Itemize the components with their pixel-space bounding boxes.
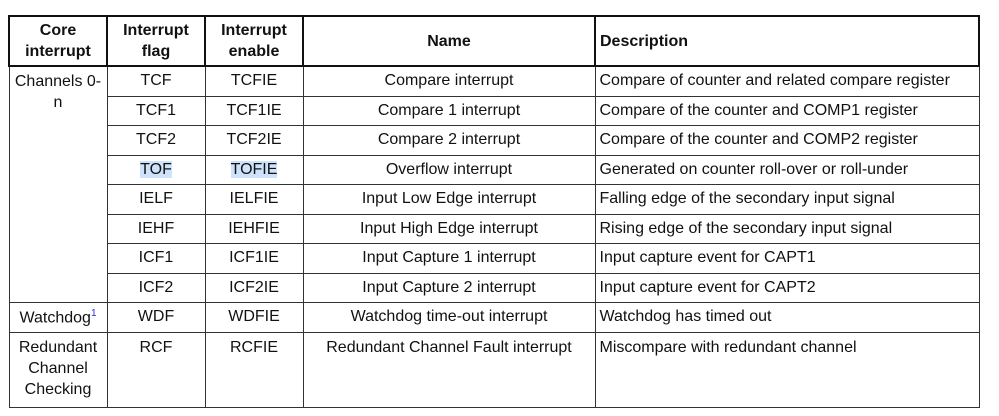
flag-cell: TCF1 <box>106 95 206 126</box>
table-row: IELF IELFIE Input Low Edge interrupt Fal… <box>9 184 980 215</box>
enable-cell: IEHFIE <box>204 213 304 244</box>
name-cell: Redundant Channel Fault interrupt <box>302 331 596 408</box>
flag-cell: RCF <box>106 331 206 408</box>
table-row: ICF2 ICF2IE Input Capture 2 interrupt In… <box>9 272 980 303</box>
table-row: ICF1 ICF1IE Input Capture 1 interrupt In… <box>9 243 980 274</box>
flag-cell: TCF2 <box>106 125 206 156</box>
name-cell: Input High Edge interrupt <box>302 213 596 244</box>
name-cell: Input Capture 1 interrupt <box>302 243 596 274</box>
name-cell: Overflow interrupt <box>302 154 596 185</box>
table-row: Watchdog1 WDF WDFIE Watchdog time-out in… <box>8 302 980 333</box>
flag-cell: ICF2 <box>106 272 206 303</box>
description-cell: Input capture event for CAPT2 <box>594 272 980 303</box>
core-cell: Channels 0-n <box>8 65 108 303</box>
enable-cell: RCFIE <box>204 331 304 408</box>
core-cell: Watchdog1 <box>8 302 108 333</box>
enable-cell: TCFIE <box>204 65 304 97</box>
enable-cell: ICF2IE <box>204 272 304 303</box>
header-interrupt-enable: Interrupt enable <box>204 15 304 67</box>
description-cell: Generated on counter roll-over or roll-u… <box>594 154 980 185</box>
core-label: Watchdog <box>19 308 91 326</box>
description-cell: Rising edge of the secondary input signa… <box>594 213 980 244</box>
footnote-link[interactable]: 1 <box>90 307 97 319</box>
name-cell: Input Low Edge interrupt <box>302 184 596 215</box>
description-cell: Miscompare with redundant channel <box>594 331 980 408</box>
flag-cell: ICF1 <box>106 243 206 274</box>
header-interrupt-flag: Interrupt flag <box>106 15 206 67</box>
flag-cell: WDF <box>106 302 206 333</box>
name-cell: Compare 2 interrupt <box>302 125 596 156</box>
table-row: TCF2 TCF2IE Compare 2 interrupt Compare … <box>9 125 980 156</box>
description-cell: Compare of the counter and COMP1 registe… <box>594 95 980 126</box>
table-row: TCF1 TCF1IE Compare 1 interrupt Compare … <box>9 95 980 126</box>
flag-cell: IEHF <box>106 213 206 244</box>
enable-cell: TCF1IE <box>204 95 304 126</box>
name-cell: Input Capture 2 interrupt <box>302 272 596 303</box>
highlighted-text: TOFIE <box>230 160 278 178</box>
header-description: Description <box>594 15 980 67</box>
header-row: Core interrupt Interrupt flag Interrupt … <box>8 15 980 67</box>
flag-cell: TCF <box>106 65 206 97</box>
table-row: IEHF IEHFIE Input High Edge interrupt Ri… <box>9 213 980 244</box>
enable-cell: ICF1IE <box>204 243 304 274</box>
description-cell: Falling edge of the secondary input sign… <box>594 184 980 215</box>
table-row: TOF TOFIE Overflow interrupt Generated o… <box>9 154 980 185</box>
flag-cell: IELF <box>106 184 206 215</box>
table-row: Redundant Channel Checking RCF RCFIE Red… <box>8 331 980 408</box>
description-cell: Compare of counter and related compare r… <box>594 65 980 97</box>
enable-cell: TCF2IE <box>204 125 304 156</box>
core-cell: Redundant Channel Checking <box>8 331 108 408</box>
header-core-interrupt: Core interrupt <box>8 15 108 67</box>
name-cell: Compare interrupt <box>302 65 596 97</box>
enable-cell: IELFIE <box>204 184 304 215</box>
highlighted-text: TOF <box>140 160 172 178</box>
table-row: Channels 0-n TCF TCFIE Compare interrupt… <box>8 65 980 303</box>
description-cell: Input capture event for CAPT1 <box>594 243 980 274</box>
name-cell: Compare 1 interrupt <box>302 95 596 126</box>
enable-cell: TOFIE <box>204 154 304 185</box>
flag-cell: TOF <box>106 154 206 185</box>
interrupt-table: Core interrupt Interrupt flag Interrupt … <box>8 15 980 408</box>
enable-cell: WDFIE <box>204 302 304 333</box>
name-cell: Watchdog time-out interrupt <box>302 302 596 333</box>
description-cell: Compare of the counter and COMP2 registe… <box>594 125 980 156</box>
header-name: Name <box>302 15 596 67</box>
description-cell: Watchdog has timed out <box>594 302 980 333</box>
